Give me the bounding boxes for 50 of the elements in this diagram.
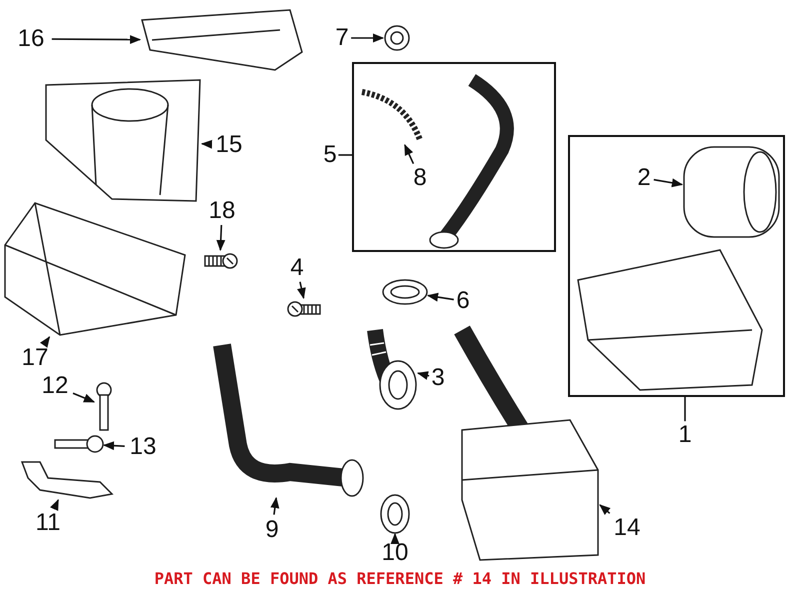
callout-number: 17 xyxy=(18,345,52,371)
callout-number: 15 xyxy=(212,132,246,158)
air-housing-drawing xyxy=(45,78,202,203)
bolt-drawing xyxy=(94,380,114,432)
leader-arrow xyxy=(216,224,226,252)
leader-arrow xyxy=(40,336,50,348)
leader-arrow xyxy=(297,282,306,300)
group-frame xyxy=(352,62,556,252)
callout-number: 11 xyxy=(31,510,65,536)
callout-number: 2 xyxy=(636,165,652,191)
callout-number: 7 xyxy=(334,25,350,51)
clamp-drawing xyxy=(380,494,410,534)
callout-number: 1 xyxy=(677,422,693,448)
group-frame xyxy=(568,135,785,397)
clamp-drawing xyxy=(383,24,411,52)
leader-arrow xyxy=(404,144,414,164)
leader-arrow xyxy=(200,140,212,149)
leader-arrow xyxy=(416,371,430,380)
callout-number: 3 xyxy=(430,365,446,391)
air-duct-drawing xyxy=(4,202,187,337)
callout-number: 16 xyxy=(14,26,48,52)
housing-cover-drawing xyxy=(140,8,305,72)
leader-arrow xyxy=(390,532,400,544)
leader-arrow xyxy=(426,292,454,302)
air-filter-drawing xyxy=(682,145,782,241)
callout-number: 14 xyxy=(610,515,644,541)
callout-number: 13 xyxy=(126,434,160,460)
bolt-drawing xyxy=(52,434,104,454)
callout-number: 6 xyxy=(455,288,471,314)
bracket-line xyxy=(684,397,686,422)
bracket-line xyxy=(338,154,352,156)
leader-arrow xyxy=(50,498,59,512)
callout-number: 8 xyxy=(412,165,428,191)
leader-arrow xyxy=(351,34,384,42)
note-text: PART CAN BE FOUND AS REFERENCE # 14 IN ILLUSTRATION xyxy=(154,570,646,588)
callout-number: 9 xyxy=(264,517,280,543)
callout-number: 10 xyxy=(378,540,412,566)
leader-arrow xyxy=(72,392,96,403)
callout-number: 18 xyxy=(205,198,239,224)
callout-number: 5 xyxy=(322,142,338,168)
leader-arrow xyxy=(102,441,125,450)
callout-number: 12 xyxy=(38,373,72,399)
air-box-drawing xyxy=(576,248,764,392)
callout-number: 4 xyxy=(289,255,305,281)
leader-arrow xyxy=(599,504,611,515)
leader-arrow xyxy=(52,35,142,44)
leader-arrow xyxy=(654,178,684,188)
clamp-drawing xyxy=(382,279,428,305)
bracket-drawing xyxy=(20,460,114,500)
leader-arrow xyxy=(270,496,280,515)
